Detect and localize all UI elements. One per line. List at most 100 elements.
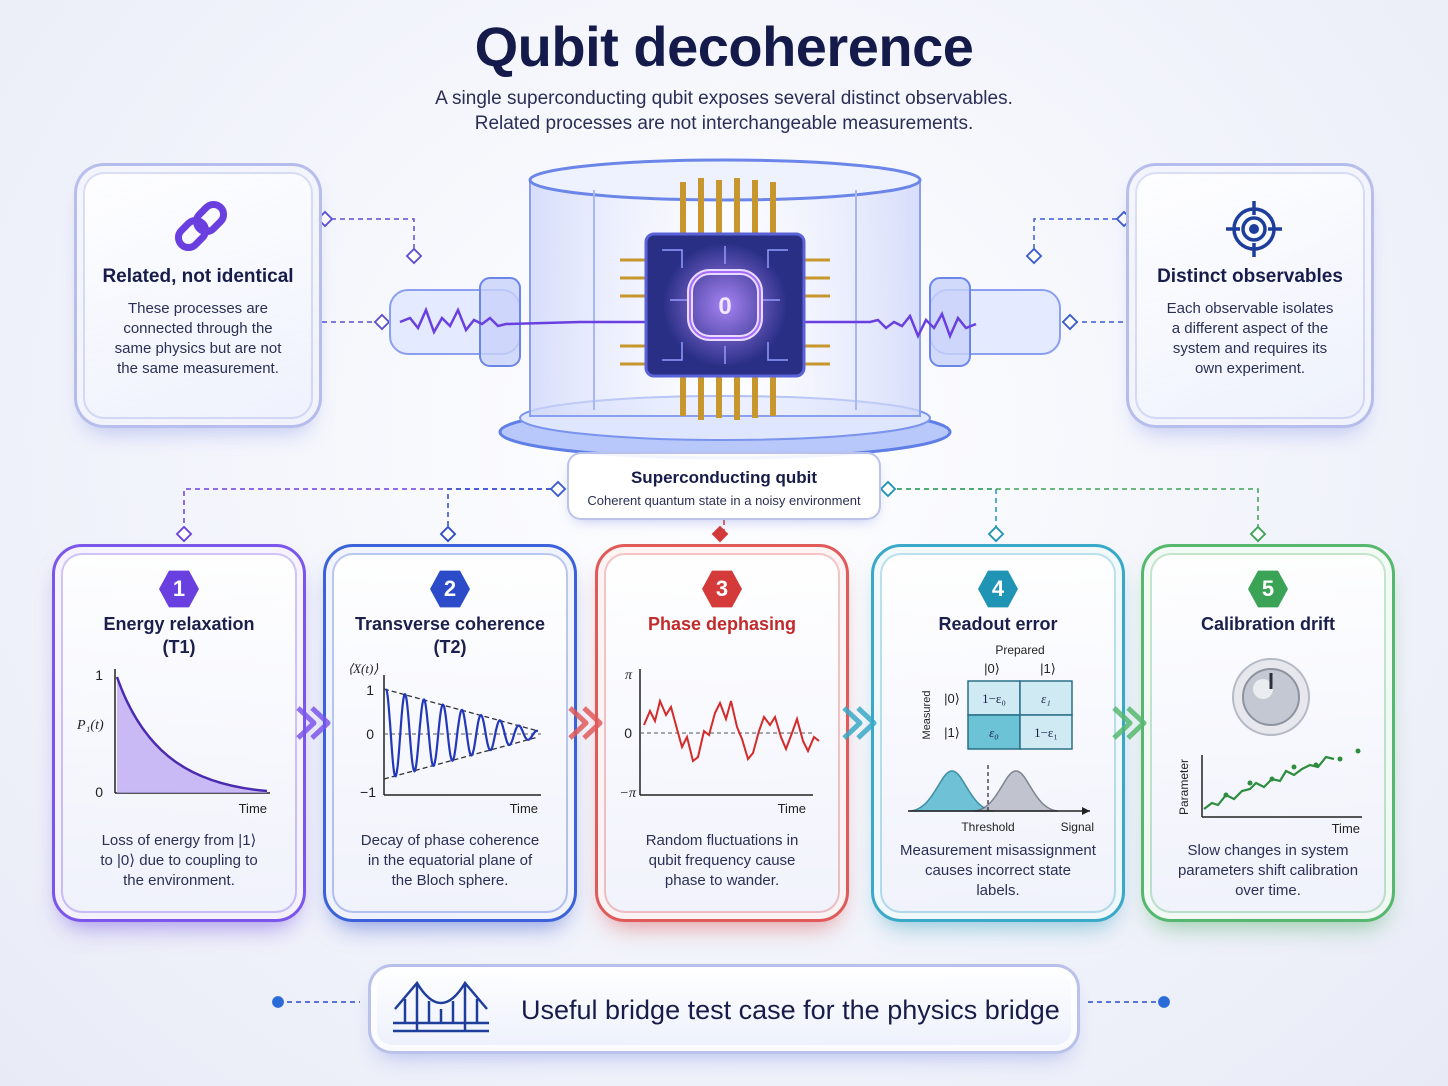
card-title: Transverse coherence (T2) bbox=[326, 613, 574, 659]
card-title: Phase dephasing bbox=[598, 613, 846, 636]
card-body-line: Random fluctuations in bbox=[645, 832, 799, 849]
chain-link-icon bbox=[174, 200, 228, 252]
card-title-line: Phase dephasing bbox=[647, 614, 797, 634]
x-axis-label: Time bbox=[239, 801, 267, 816]
banner-text: Useful bridge test case for the physics … bbox=[521, 995, 1060, 1025]
matrix-col-header: Prepared bbox=[995, 643, 1044, 657]
ytick-top: 1 bbox=[95, 667, 103, 683]
calibration-knob-icon bbox=[1232, 658, 1310, 736]
card-energy-relaxation: 1 Energy relaxation (T1) 1 0 P₁(t) Time … bbox=[52, 544, 306, 922]
card-title-line: Transverse coherence bbox=[354, 614, 546, 634]
subtitle-line-2: Related processes are not interchangeabl… bbox=[474, 113, 974, 134]
card-phase-dephasing: 3 Phase dephasing π 0 −π Time Random flu… bbox=[595, 544, 849, 922]
side-body-line: own experiment. bbox=[1194, 360, 1306, 377]
card-body-line: over time. bbox=[1235, 882, 1301, 899]
card-body-line: Slow changes in system bbox=[1187, 842, 1349, 859]
card-body-line: parameters shift calibration bbox=[1177, 862, 1359, 879]
card-description: Slow changes in system parameters shift … bbox=[1158, 841, 1378, 901]
ytick-mid: 0 bbox=[624, 725, 632, 741]
qubit-device-illustration: 0 bbox=[389, 158, 1061, 460]
card-number-badge: 4 bbox=[978, 570, 1018, 608]
matrix-row-label: |1⟩ bbox=[944, 725, 960, 740]
side-body-line: connected through the bbox=[123, 320, 273, 337]
side-body-line: the same measurement. bbox=[117, 360, 279, 377]
matrix-cell-value: ε₀ bbox=[989, 725, 999, 740]
phase-noise-plot: π 0 −π Time bbox=[620, 668, 820, 816]
y-axis-label: Parameter bbox=[1177, 759, 1191, 815]
matrix-cell bbox=[967, 714, 1021, 750]
card-transverse-coherence: 2 Transverse coherence (T2) ⟨X(t)⟩ 1 0 −… bbox=[323, 544, 577, 922]
card-body-line: the environment. bbox=[123, 872, 235, 889]
card-body-line: causes incorrect state bbox=[925, 862, 1071, 879]
matrix-cell bbox=[1019, 714, 1073, 750]
side-panel-title: Related, not identical bbox=[102, 266, 294, 287]
t2-oscillation-plot: ⟨X(t)⟩ 1 0 −1 Time bbox=[348, 661, 541, 816]
matrix-cell-value: 1−ε₁ bbox=[1034, 725, 1058, 740]
card-title-line: (T1) bbox=[162, 637, 196, 657]
calibration-drift-plot: Parameter Time bbox=[1177, 658, 1362, 836]
card-description: Random fluctuations in qubit frequency c… bbox=[612, 831, 832, 891]
chip-label: 0 bbox=[718, 293, 731, 320]
card-body-line: the Bloch sphere. bbox=[391, 872, 509, 889]
side-body-line: Each observable isolates bbox=[1166, 300, 1334, 317]
ytick-top: π bbox=[625, 668, 633, 683]
chevron-right-icon bbox=[296, 706, 331, 740]
card-title-line: (T2) bbox=[433, 637, 467, 657]
x-axis-label: Time bbox=[510, 801, 538, 816]
card-body-line: Measurement misassignment bbox=[900, 842, 1096, 859]
side-panel-body: Each observable isolates a different asp… bbox=[1143, 299, 1357, 379]
t1-decay-plot: 1 0 P₁(t) Time bbox=[76, 667, 270, 816]
card-title-line: Readout error bbox=[938, 614, 1058, 634]
card-readout-error: 4 Readout error Prepared |0⟩ |1⟩ Measure… bbox=[871, 544, 1125, 922]
x-axis-label: Time bbox=[1332, 821, 1360, 836]
chevron-right-icon bbox=[842, 706, 877, 740]
bridge-banner: Useful bridge test case for the physics … bbox=[368, 964, 1080, 1054]
card-title-line: Energy relaxation bbox=[103, 614, 255, 634]
page-title: Qubit decoherence bbox=[474, 15, 974, 78]
side-body-line: a different aspect of the bbox=[1171, 320, 1329, 337]
side-body-line: system and requires its bbox=[1172, 340, 1328, 357]
y-axis-label: P₁(t) bbox=[76, 718, 104, 733]
ytick-top: 1 bbox=[366, 682, 374, 698]
side-panel-related: Related, not identical These processes a… bbox=[74, 163, 322, 428]
x-axis-label: Signal bbox=[1061, 820, 1094, 834]
matrix-col-label: |1⟩ bbox=[1040, 661, 1056, 676]
card-title: Calibration drift bbox=[1144, 613, 1392, 636]
hub-title: Superconducting qubit bbox=[630, 468, 818, 487]
matrix-cell-value: ε₁ bbox=[1041, 691, 1051, 706]
matrix-cell-value: 1−ε₀ bbox=[982, 691, 1006, 706]
ytick-bottom: −π bbox=[620, 786, 637, 801]
x-axis-label: Time bbox=[778, 801, 806, 816]
threshold-label: Threshold bbox=[961, 820, 1014, 834]
subtitle-line-1: A single superconducting qubit exposes s… bbox=[435, 88, 1013, 109]
card-calibration-drift: 5 Calibration drift Parameter Time Slow … bbox=[1141, 544, 1395, 922]
card-body-line: Loss of energy from |1⟩ bbox=[101, 832, 257, 849]
readout-confusion-matrix: Prepared |0⟩ |1⟩ Measured |0⟩ |1⟩ 1−ε₀ ε… bbox=[908, 643, 1094, 834]
target-icon bbox=[1226, 201, 1282, 257]
side-panel-body: These processes are connected through th… bbox=[91, 299, 305, 379]
card-body-line: labels. bbox=[976, 882, 1020, 899]
y-axis-label: ⟨X(t)⟩ bbox=[348, 661, 378, 676]
card-body-line: in the equatorial plane of bbox=[367, 852, 533, 869]
card-body-line: to |0⟩ due to coupling to bbox=[100, 852, 258, 869]
side-body-line: same physics but are not bbox=[114, 340, 282, 357]
card-body-line: qubit frequency cause bbox=[648, 852, 796, 869]
card-title-line: Calibration drift bbox=[1201, 614, 1335, 634]
chevron-right-icon bbox=[568, 706, 603, 740]
card-body-line: Decay of phase coherence bbox=[360, 832, 540, 849]
card-description: Measurement misassignment causes incorre… bbox=[888, 841, 1108, 901]
card-number-badge: 3 bbox=[702, 570, 742, 608]
ytick-mid: 0 bbox=[366, 726, 374, 742]
qubit-hub-label: Superconducting qubit Coherent quantum s… bbox=[567, 452, 881, 520]
ytick-bottom: −1 bbox=[360, 784, 376, 800]
bridge-icon bbox=[393, 980, 489, 1033]
card-description: Decay of phase coherence in the equatori… bbox=[340, 831, 560, 891]
side-body-line: These processes are bbox=[127, 300, 269, 317]
card-number-badge: 1 bbox=[159, 570, 199, 608]
ytick-bottom: 0 bbox=[95, 784, 103, 800]
card-title: Energy relaxation (T1) bbox=[55, 613, 303, 659]
hub-subtitle: Coherent quantum state in a noisy enviro… bbox=[587, 493, 861, 508]
chevron-right-icon bbox=[1112, 706, 1147, 740]
matrix-cell bbox=[967, 680, 1021, 716]
